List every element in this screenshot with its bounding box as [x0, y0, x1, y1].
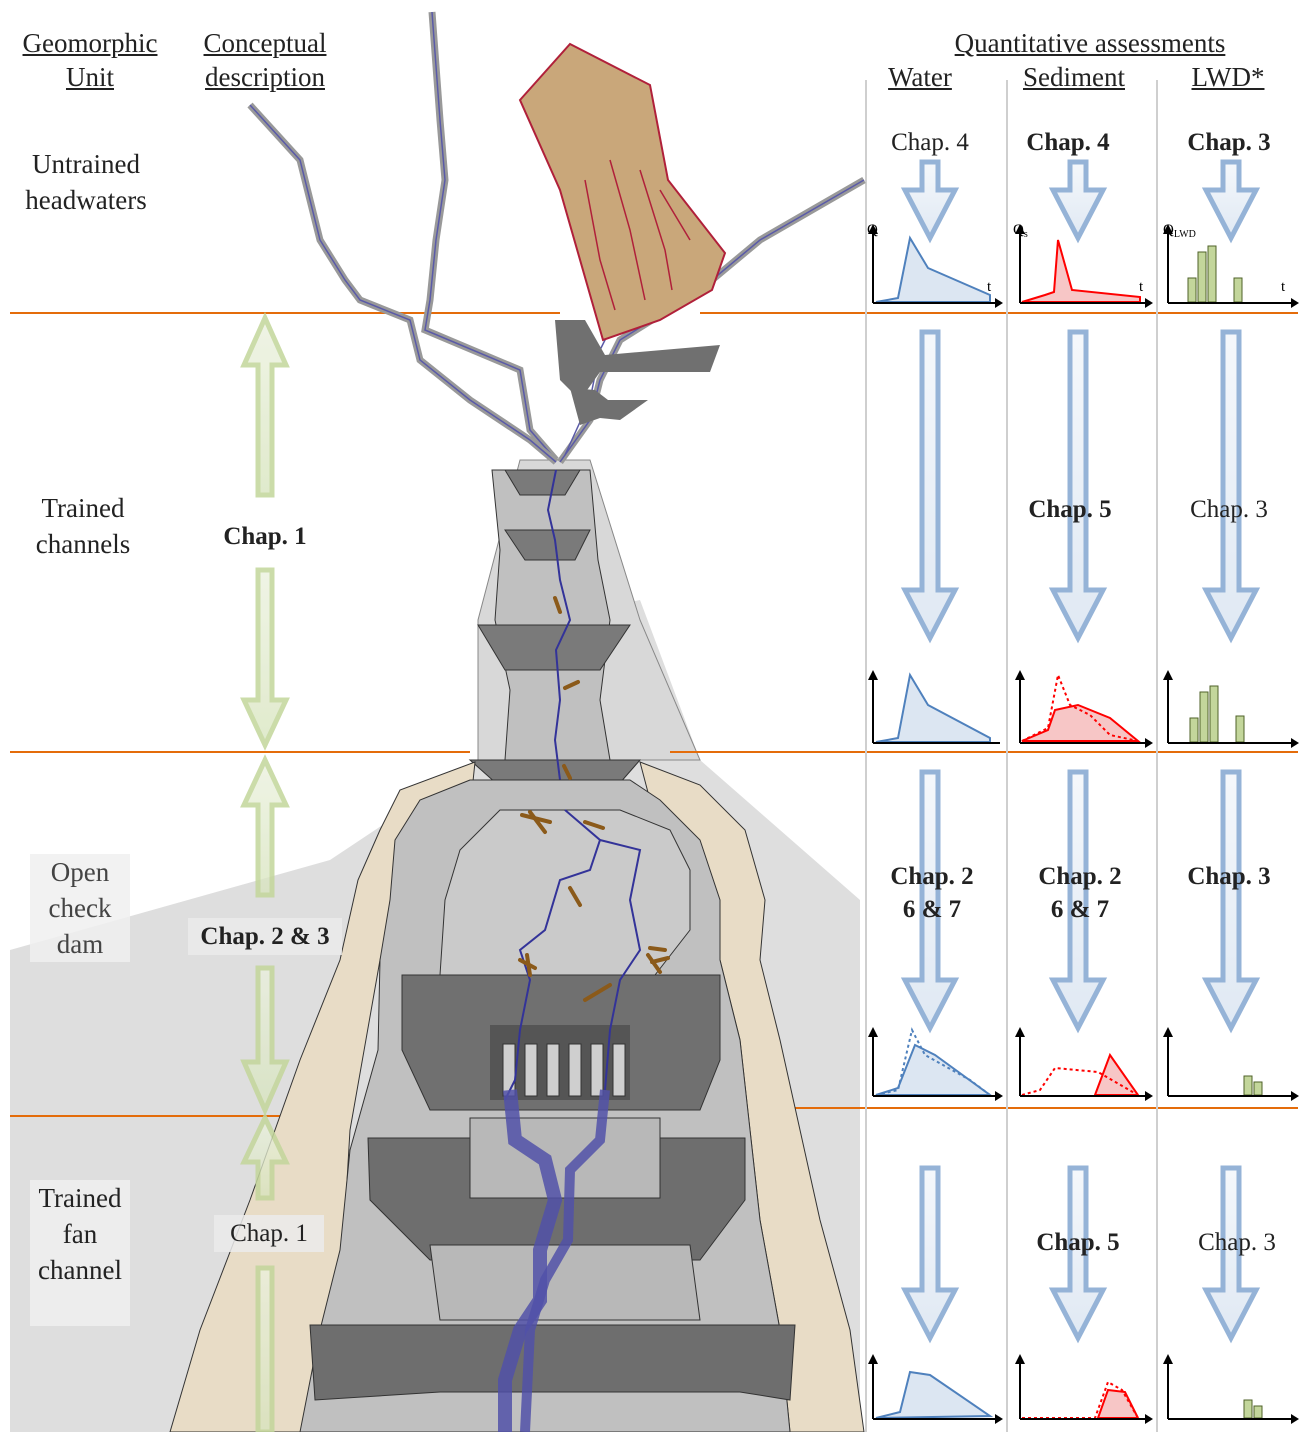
assess-untrained-water: Chap. 4 [870, 126, 990, 159]
assess-untrained-lwd: Chap. 3 [1164, 126, 1294, 159]
unit-checkdam-line1: Open [30, 854, 130, 890]
chart-sediment-r1 [1015, 224, 1153, 308]
assess-checkdam-sediment-line1: Chap. 2 [1020, 860, 1140, 893]
unit-checkdam-line2: check [30, 890, 130, 926]
unit-untrained-headwaters: Untrained headwaters [8, 146, 164, 218]
chart-sediment-r3 [1015, 1027, 1153, 1101]
upper-check-dams [555, 320, 720, 425]
assess-checkdam-lwd: Chap. 3 [1164, 860, 1294, 893]
chart-sediment-r2 [1015, 670, 1153, 748]
concept-chap-checkdam: Chap. 2 & 3 [188, 918, 342, 955]
unit-fan-line1: Trained [30, 1180, 130, 1216]
unit-untrained-line2: headwaters [8, 182, 164, 218]
axis-label-t-lwd: t [1281, 279, 1286, 295]
axis-label-qlwd: QLWD [1163, 222, 1196, 240]
assess-checkdam-water: Chap. 2 6 & 7 [872, 860, 992, 926]
assess-fan-sediment: Chap. 5 [1018, 1226, 1138, 1259]
header-quantitative-assessments: Quantitative assessments [930, 26, 1250, 60]
header-lwd: LWD* [1178, 60, 1278, 94]
unit-fan-line2: fan [30, 1216, 130, 1252]
unit-open-check-dam: Open check dam [30, 854, 130, 962]
concept-chap-trained: Chap. 1 [205, 520, 325, 553]
assess-trained-sediment: Chap. 5 [1010, 493, 1130, 526]
chart-sediment-r4 [1015, 1354, 1153, 1424]
header-sediment: Sediment [1014, 60, 1134, 94]
unit-fan-line3: channel [30, 1252, 130, 1288]
axis-label-q: Q [867, 222, 878, 238]
unit-untrained-line1: Untrained [8, 146, 164, 182]
chart-lwd-r4 [1163, 1354, 1299, 1424]
header-conceptual-line2: description [188, 60, 342, 94]
chart-water-r1 [868, 224, 1003, 308]
assess-fan-lwd: Chap. 3 [1172, 1226, 1302, 1259]
axis-label-t-sediment: t [1139, 279, 1144, 295]
unit-trained-fan-channel: Trained fan channel [30, 1180, 130, 1326]
assess-checkdam-water-line2: 6 & 7 [872, 893, 992, 926]
assess-trained-lwd: Chap. 3 [1164, 493, 1294, 526]
unit-trained-line2: channels [8, 526, 158, 562]
concept-arrow-trained-up [244, 318, 286, 495]
concept-chap-fan: Chap. 1 [214, 1215, 324, 1252]
header-geomorphic-unit: Geomorphic Unit [8, 26, 172, 94]
chart-lwd-r3 [1163, 1027, 1299, 1101]
chart-water-r3 [868, 1027, 1003, 1101]
flow-arrows [905, 162, 1256, 1338]
concept-arrow-trained-down [244, 570, 286, 745]
chart-lwd-r2 [1163, 670, 1299, 748]
assess-checkdam-water-line1: Chap. 2 [872, 860, 992, 893]
chart-water-r2 [868, 670, 1000, 743]
unit-trained-channels: Trained channels [8, 490, 158, 562]
unit-trained-line1: Trained [8, 490, 158, 526]
assess-checkdam-sediment-line2: 6 & 7 [1020, 893, 1140, 926]
axis-label-qs: Qs [1013, 222, 1028, 240]
concept-arrow-fan-down [258, 1268, 272, 1432]
header-geomorphic-line1: Geomorphic [8, 26, 172, 60]
axis-label-t-water: t [987, 279, 992, 295]
header-geomorphic-line2: Unit [8, 60, 172, 94]
header-conceptual-description: Conceptual description [188, 26, 342, 94]
debris-source [520, 44, 725, 340]
unit-checkdam-line3: dam [30, 926, 130, 962]
header-conceptual-line1: Conceptual [188, 26, 342, 60]
header-water: Water [870, 60, 970, 94]
chart-water-r4 [868, 1354, 1003, 1424]
assess-checkdam-sediment: Chap. 2 6 & 7 [1020, 860, 1140, 926]
assess-untrained-sediment: Chap. 4 [1008, 126, 1128, 159]
